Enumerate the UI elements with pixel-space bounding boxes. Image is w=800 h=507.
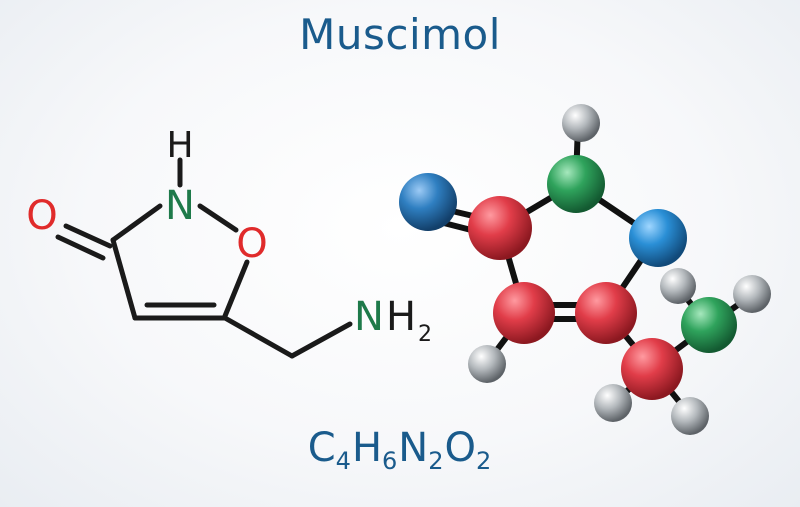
atom-amine-n (681, 297, 737, 353)
atom-c4 (493, 282, 555, 344)
skeletal-formula (55, 157, 353, 359)
atom-h-top (562, 104, 600, 142)
molecular-formula: C4H6N2O2 (0, 425, 800, 475)
label-amine-nitrogen: N (354, 294, 384, 340)
atom-h-c4 (468, 345, 506, 383)
formula-el-c: C (307, 425, 336, 471)
atom-h-amine-right (733, 275, 771, 313)
atom-c5 (575, 282, 637, 344)
bond-c3-n2 (110, 203, 163, 243)
bond-c3-o-exo-b (55, 234, 106, 261)
bond-c3-c4 (110, 237, 138, 321)
bond-o1-c5 (222, 259, 250, 319)
atom-h-ch2-right (671, 397, 709, 435)
atom-ch2 (621, 338, 683, 400)
formula-n-h: 6 (382, 447, 398, 475)
label-amine-subscript: 2 (418, 322, 432, 347)
page-title: Muscimol (299, 10, 501, 59)
bond-c5-ch2 (222, 315, 295, 359)
atom-carbonyl-oxygen (399, 173, 457, 231)
label-ring-nitrogen: N (165, 183, 195, 229)
label-ring-oxygen: O (236, 221, 267, 267)
atoms (399, 104, 771, 435)
label-amine-hydrogen: H (386, 294, 416, 340)
atom-h-amine-top (660, 268, 696, 304)
formula-n-c: 4 (335, 447, 351, 475)
label-oxo-oxygen: O (26, 193, 57, 239)
label-ring-nh-hydrogen: H (166, 125, 193, 166)
formula-el-h: H (351, 425, 383, 471)
atom-ring-n (629, 209, 687, 267)
formula-n-n: 2 (428, 447, 444, 475)
atom-ring-nh (547, 155, 605, 213)
formula-el-o: O (444, 425, 476, 471)
atom-h-ch2-left (594, 384, 632, 422)
bond-n2-o1 (197, 203, 239, 233)
bond-c3-o-exo-a (63, 223, 113, 249)
bond-ch2-n (289, 321, 353, 359)
atom-c3 (468, 196, 532, 260)
formula-n-o: 2 (475, 447, 492, 475)
formula-el-n: N (398, 425, 429, 471)
